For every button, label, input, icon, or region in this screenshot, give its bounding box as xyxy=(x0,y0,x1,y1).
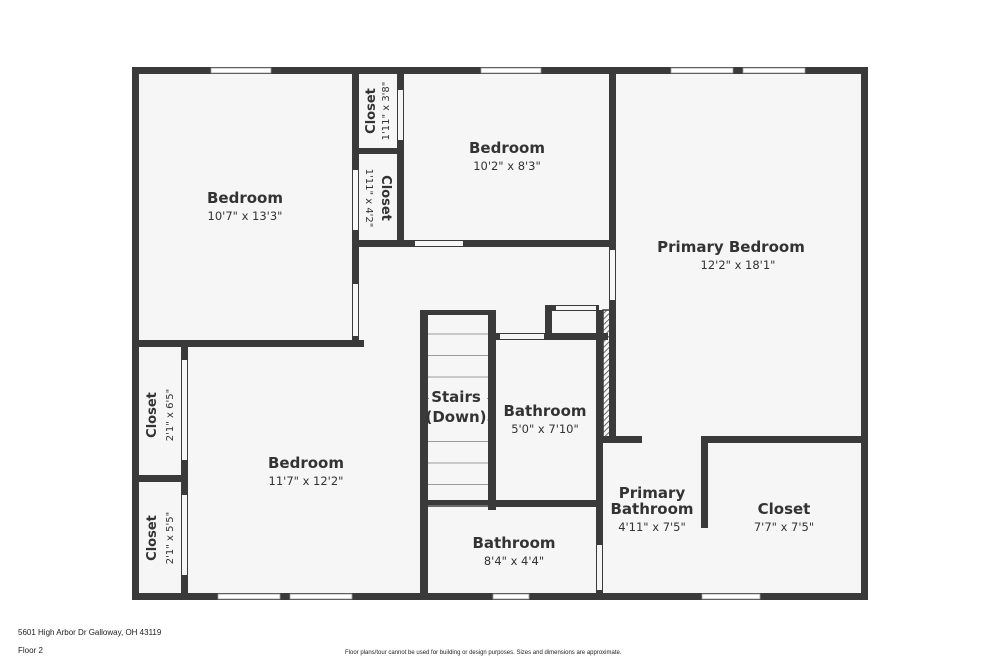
closet-w2-name: Closet xyxy=(145,515,160,561)
bedroom-nw-dims: 10'7" x 13'3" xyxy=(208,209,283,223)
closet-se-dims: 7'7" x 7'5" xyxy=(754,520,814,534)
primary-bathroom-line2: Bathroom xyxy=(610,500,693,518)
closet-w1-name: Closet xyxy=(145,392,160,438)
closet-mid-name: Closet xyxy=(378,175,393,221)
bedroom-n-dims: 10'2" x 8'3" xyxy=(473,159,541,173)
closet-se-name: Closet xyxy=(758,500,811,518)
stairs-direction: (Down) xyxy=(425,408,486,426)
closet-w2-dims: 2'1" x 5'5" xyxy=(165,512,176,564)
disclaimer-text: Floor plans/tour cannot be used for buil… xyxy=(345,650,622,656)
primary-bedroom-dims: 12'2" x 18'1" xyxy=(701,258,776,272)
windows xyxy=(210,67,806,600)
bedroom-n-name: Bedroom xyxy=(469,139,545,157)
door-openings xyxy=(182,90,615,590)
bathroom-c-name: Bathroom xyxy=(503,402,586,420)
address-text: 5601 High Arbor Dr Galloway, OH 43119 xyxy=(18,628,162,637)
closet-mid-dims: 1'11" x 4'2" xyxy=(363,169,374,228)
bathroom-s-name: Bathroom xyxy=(472,534,555,552)
stairs-label-bg xyxy=(429,386,487,430)
stairs-label: Stairs xyxy=(431,388,481,406)
primary-bedroom-name: Primary Bedroom xyxy=(657,238,805,256)
floor-label: Floor 2 xyxy=(18,646,43,655)
primary-bathroom-dims: 4'11" x 7'5" xyxy=(618,520,686,534)
bathroom-c-dims: 5'0" x 7'10" xyxy=(511,422,579,436)
bedroom-sw-dims: 11'7" x 12'2" xyxy=(269,474,344,488)
bathroom-s-dims: 8'4" x 4'4" xyxy=(484,554,544,568)
hatched-wall xyxy=(602,309,614,439)
closet-top-dims: 1'11" x 3'8" xyxy=(381,82,392,141)
closet-top-name: Closet xyxy=(364,88,379,134)
closet-w1-dims: 2'1" x 6'5" xyxy=(165,389,176,441)
primary-bathroom-line1: Primary xyxy=(619,484,686,502)
bedroom-nw-name: Bedroom xyxy=(207,189,283,207)
bedroom-sw-name: Bedroom xyxy=(268,454,344,472)
